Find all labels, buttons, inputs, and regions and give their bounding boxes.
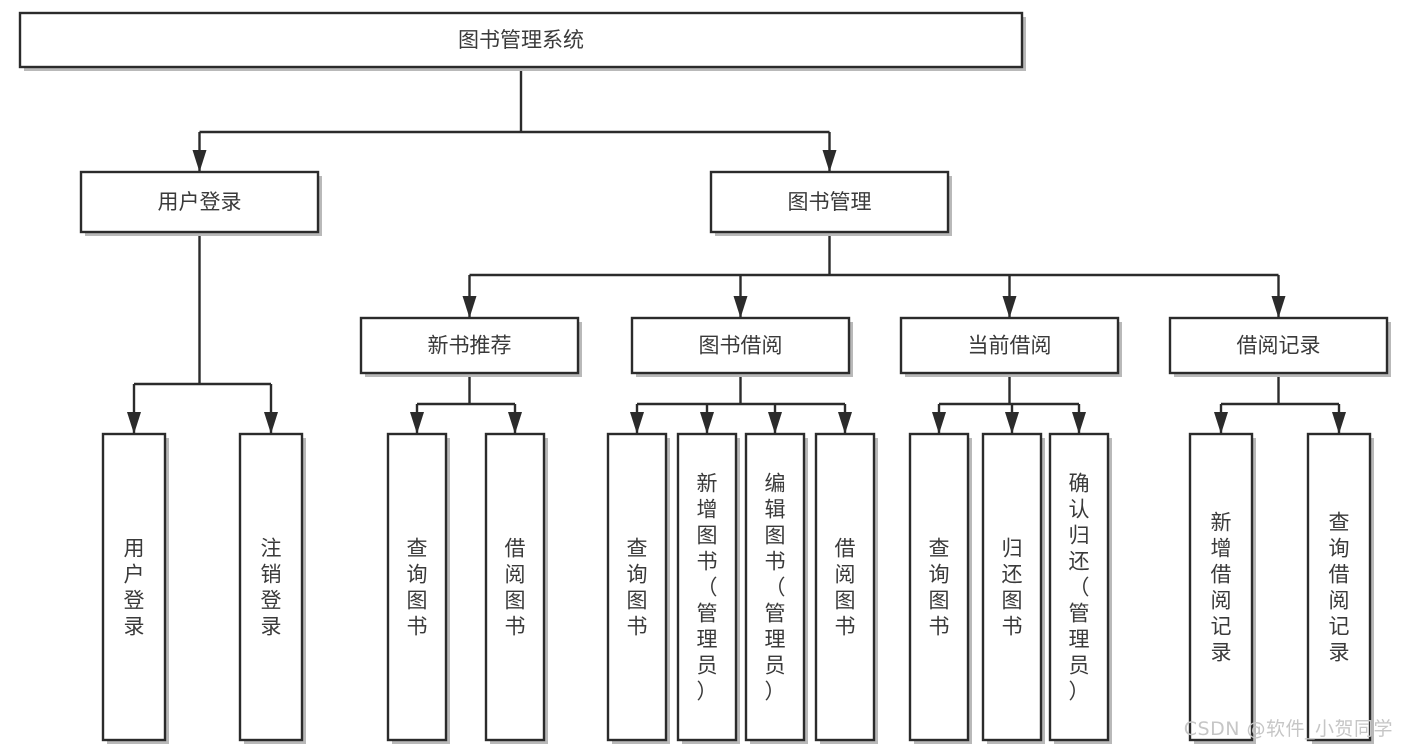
node-label: 查询图书 [627, 536, 648, 638]
node-label: 查询借阅记录 [1329, 510, 1350, 664]
arrow-head-icon [932, 412, 946, 434]
node-label: 查询图书 [929, 536, 950, 638]
node-logout-do[interactable]: 注销登录 [238, 432, 306, 744]
csdn-watermark: CSDN @软件_小贺同学 [1183, 718, 1393, 740]
node-box [676, 432, 738, 742]
arrow-head-icon [127, 412, 141, 434]
node-box [79, 170, 320, 234]
node-box [1168, 316, 1389, 375]
node-label: 新增图书（管理员） [697, 471, 718, 703]
arrow-head-icon [838, 412, 852, 434]
node-current-borrow[interactable]: 当前借阅 [899, 316, 1122, 377]
node-box [1306, 432, 1372, 742]
node-box [386, 432, 448, 742]
node-rec-borrow-book[interactable]: 借阅图书 [484, 432, 548, 744]
arrow-head-icon [462, 296, 477, 318]
node-label: 借阅图书 [835, 536, 856, 638]
connector-layer [127, 67, 1346, 434]
node-cur-query-book[interactable]: 查询图书 [908, 432, 972, 744]
node-box [744, 432, 806, 742]
arrow-head-icon [733, 296, 748, 318]
arrow-head-icon [192, 150, 207, 172]
node-borrow-add-book[interactable]: 新增图书（管理员） [676, 432, 740, 744]
node-user-login[interactable]: 用户登录 [79, 170, 322, 236]
node-borrow-record[interactable]: 借阅记录 [1168, 316, 1391, 377]
node-box [899, 316, 1120, 375]
node-rec-add-record[interactable]: 新增借阅记录 [1188, 432, 1256, 744]
node-box [101, 432, 167, 742]
arrow-head-icon [1332, 412, 1346, 434]
node-cur-return-book[interactable]: 归还图书 [981, 432, 1045, 744]
node-label: 确认归还（管理员） [1069, 471, 1090, 703]
node-label: 图书管理系统 [458, 28, 584, 52]
arrow-head-icon [1002, 296, 1017, 318]
node-label: 用户登录 [124, 536, 145, 638]
node-book-borrow[interactable]: 图书借阅 [630, 316, 853, 377]
node-label: 查询图书 [407, 536, 428, 638]
node-label: 当前借阅 [968, 334, 1052, 358]
node-box [709, 170, 950, 234]
arrow-head-icon [1072, 412, 1086, 434]
node-cur-confirm-return[interactable]: 确认归还（管理员） [1048, 432, 1112, 744]
node-label: 借阅记录 [1237, 334, 1321, 358]
node-label: 归还图书 [1002, 536, 1023, 638]
node-root[interactable]: 图书管理系统 [18, 11, 1026, 71]
arrow-head-icon [768, 412, 782, 434]
node-box [814, 432, 876, 742]
node-box [359, 316, 580, 375]
node-borrow-edit-book[interactable]: 编辑图书（管理员） [744, 432, 808, 744]
arrow-head-icon [1271, 296, 1286, 318]
arrow-head-icon [264, 412, 278, 434]
node-box [18, 11, 1024, 69]
node-label: 新书推荐 [428, 334, 512, 358]
node-box [908, 432, 970, 742]
node-label: 用户登录 [158, 190, 242, 214]
node-login-do[interactable]: 用户登录 [101, 432, 169, 744]
arrow-head-icon [1005, 412, 1019, 434]
arrow-head-icon [410, 412, 424, 434]
node-layer: 图书管理系统用户登录用户登录注销登录图书管理新书推荐查询图书借阅图书图书借阅查询… [18, 11, 1391, 744]
node-rec-query-record[interactable]: 查询借阅记录 [1306, 432, 1374, 744]
node-rec-query-book[interactable]: 查询图书 [386, 432, 450, 744]
node-label: 新增借阅记录 [1211, 510, 1232, 664]
arrow-head-icon [1214, 412, 1228, 434]
node-book-manage[interactable]: 图书管理 [709, 170, 952, 236]
node-box [630, 316, 851, 375]
node-borrow-query-book[interactable]: 查询图书 [606, 432, 670, 744]
node-label: 编辑图书（管理员） [765, 471, 786, 703]
node-box [1188, 432, 1254, 742]
node-box [606, 432, 668, 742]
node-label: 图书借阅 [699, 334, 783, 358]
node-label: 注销登录 [261, 536, 282, 638]
node-box [981, 432, 1043, 742]
node-label: 借阅图书 [505, 536, 526, 638]
node-box [484, 432, 546, 742]
arrow-head-icon [700, 412, 714, 434]
node-borrow-lend-book[interactable]: 借阅图书 [814, 432, 878, 744]
node-new-book-rec[interactable]: 新书推荐 [359, 316, 582, 377]
node-box [1048, 432, 1110, 742]
node-label: 图书管理 [788, 190, 872, 214]
arrow-head-icon [630, 412, 644, 434]
arrow-head-icon [822, 150, 837, 172]
arrow-head-icon [508, 412, 522, 434]
node-box [238, 432, 304, 742]
